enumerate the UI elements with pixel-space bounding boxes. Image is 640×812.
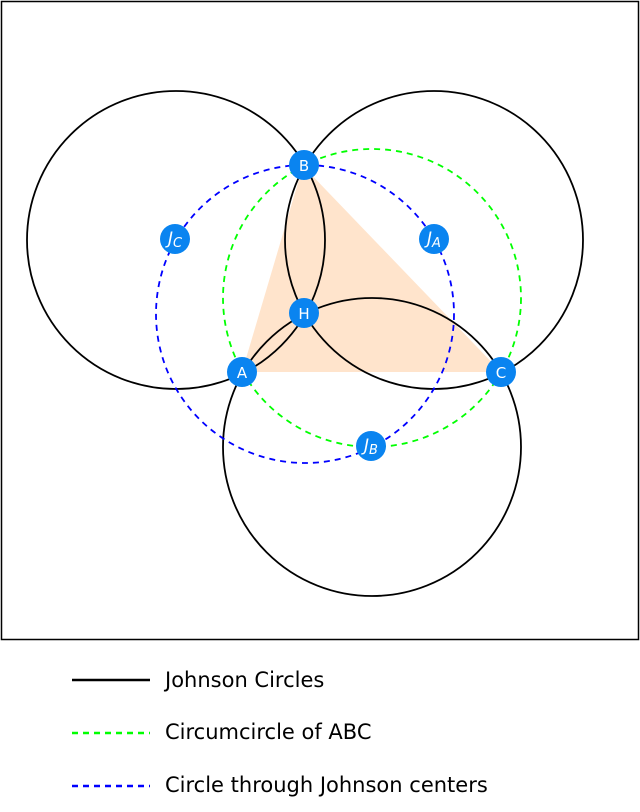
point-label: JC: [165, 229, 183, 251]
legend-label-circumcircle: Circumcircle of ABC: [165, 720, 372, 744]
legend-label-johnson: Johnson Circles: [163, 668, 324, 692]
point-ja: JA: [419, 224, 449, 254]
point-label: JA: [424, 229, 441, 251]
johnson-circle-b: [222, 297, 522, 597]
legend: Johnson Circles Circumcircle of ABC Circ…: [72, 668, 488, 797]
johnson-centers-circle: [155, 164, 455, 464]
point-c: C: [486, 357, 516, 387]
point-label: C: [496, 364, 506, 382]
point-b: B: [289, 150, 319, 180]
point-marker: [289, 298, 319, 328]
point-marker: [160, 224, 190, 254]
point-label: B: [299, 157, 309, 175]
point-h: H: [289, 298, 319, 328]
point-marker: [289, 150, 319, 180]
point-marker: [486, 357, 516, 387]
point-marker: [419, 224, 449, 254]
point-a: A: [227, 357, 257, 387]
point-jb: JB: [356, 431, 386, 461]
point-marker: [227, 357, 257, 387]
point-jc: JC: [160, 224, 190, 254]
point-label: A: [237, 364, 248, 382]
point-label: JB: [361, 436, 378, 458]
point-label: H: [298, 305, 309, 323]
legend-label-centers-circle: Circle through Johnson centers: [165, 773, 488, 797]
point-marker: [356, 431, 386, 461]
